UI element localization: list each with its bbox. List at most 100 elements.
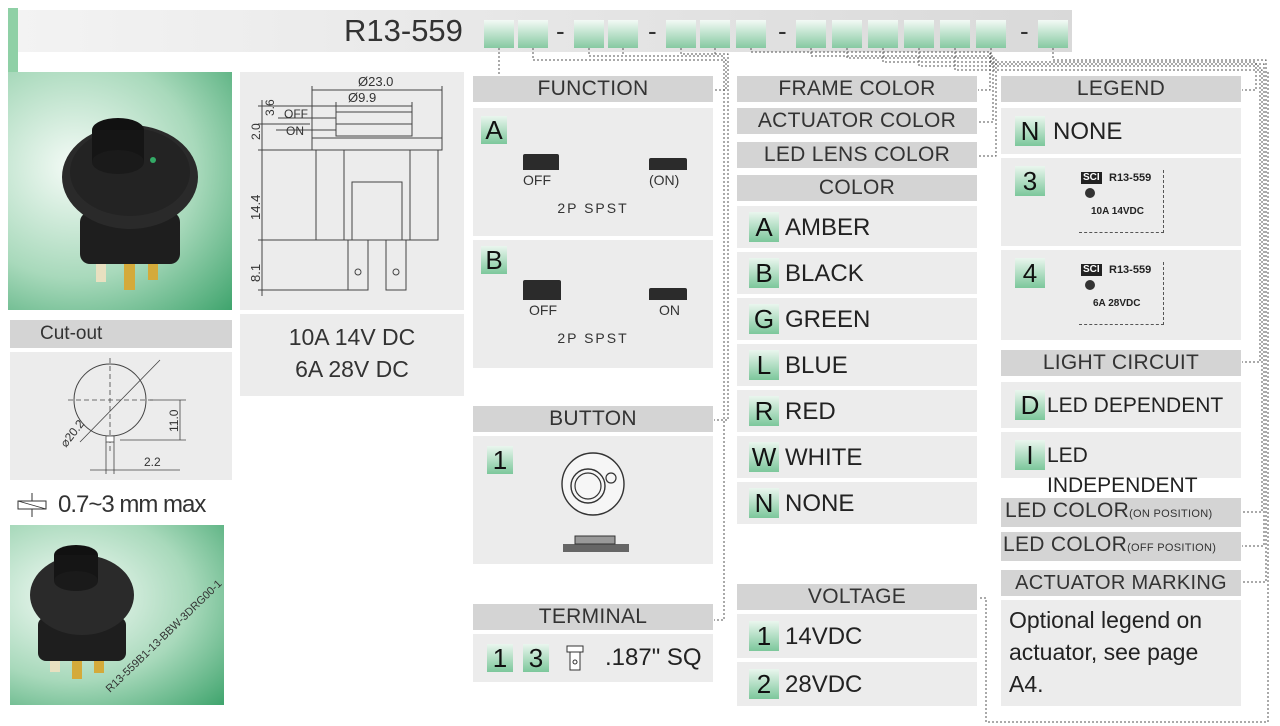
color-option-none: N NONE [737, 482, 977, 524]
function-b-desc: 2P SPST [557, 330, 629, 346]
pn-slot-frame-color [666, 20, 696, 48]
color-label-white: WHITE [785, 444, 863, 471]
terminal-icon [566, 645, 584, 671]
pn-slot-light-circuit [868, 20, 898, 48]
legend-4-logo: SCI [1081, 264, 1102, 276]
color-option-white: W WHITE [737, 436, 977, 478]
switch-off-block-b [523, 280, 561, 300]
pn-slot-voltage [796, 20, 826, 48]
pn-slot-extra [1038, 20, 1068, 48]
pn-slot-lens-color [736, 20, 766, 48]
pn-dash-3: - [778, 16, 787, 46]
button-option-1: 1 [473, 436, 713, 564]
light-circuit-code-d: D [1015, 390, 1045, 420]
terminal-option: 1 3 .187" SQ [473, 634, 713, 682]
function-option-b: B OFF ON 2P SPST [473, 240, 713, 368]
button-shape-icon [561, 452, 629, 552]
cutout-title: Cut-out [40, 323, 103, 344]
dim-14-4: 14.4 [248, 195, 263, 220]
color-label-blue: BLUE [785, 352, 848, 379]
pn-slot-button [518, 20, 548, 48]
dim-3-6: 3.6 [263, 99, 277, 116]
color-option-red: R RED [737, 390, 977, 432]
panel-thickness-icon [16, 492, 48, 518]
led-lens-color-header: LED LENS COLOR [737, 142, 977, 168]
part-number-prefix: R13-559 [344, 13, 463, 48]
button-header: BUTTON [473, 406, 713, 432]
switch-photo-2-illustration: R13-559B1-13-BBW-3DRG00-1 [30, 545, 225, 695]
light-circuit-label-independent: LED INDEPENDENT [1047, 444, 1198, 497]
cutout-width: 2.2 [144, 455, 161, 469]
panel-thickness-range: 0.7~3 mm max [58, 491, 206, 518]
color-label-amber: AMBER [785, 214, 871, 241]
color-option-amber: A AMBER [737, 206, 977, 248]
function-code-a: A [481, 116, 507, 144]
color-code-l: L [749, 350, 779, 380]
pn-slot-led-on [904, 20, 934, 48]
dimension-drawing: Ø23.0 Ø9.9 OFF ON 3.6 2.0 14.4 8.1 [248, 74, 443, 296]
actuator-marking-panel: Optional legend on actuator, see page A4… [1001, 600, 1241, 706]
legend-code-4: 4 [1015, 258, 1045, 288]
pn-slot-function [484, 20, 514, 48]
color-header: COLOR [737, 175, 977, 201]
pn-slot-actuator-color [700, 20, 730, 48]
function-b-right: ON [659, 302, 680, 318]
color-label-red: RED [785, 398, 836, 425]
color-code-n: N [749, 488, 779, 518]
product-photo-1 [8, 72, 232, 310]
voltage-label-14v: 14VDC [785, 623, 863, 650]
color-label-green: GREEN [785, 306, 871, 333]
color-code-r: R [749, 396, 779, 426]
cutout-panel: ⌀20.2 11.0 2.2 [10, 352, 232, 480]
function-header: FUNCTION [473, 76, 713, 102]
light-circuit-option-d: D LED DEPENDENT [1001, 382, 1241, 428]
legend-label-none: NONE [1053, 118, 1123, 145]
cutout-drawing: ⌀20.2 11.0 2.2 [57, 358, 186, 474]
dim-off-label: OFF [284, 107, 308, 121]
light-circuit-label-dependent: LED DEPENDENT [1047, 394, 1224, 417]
pn-dash-1: - [556, 16, 565, 46]
dim-inner-dia: Ø9.9 [348, 90, 376, 105]
color-option-green: G GREEN [737, 298, 977, 340]
led-color-on-sub: (ON POSITION) [1129, 508, 1213, 520]
voltage-code-1: 1 [749, 621, 779, 651]
legend-4-rating: 6A 28VDC [1093, 298, 1141, 309]
voltage-label-28v: 28VDC [785, 671, 863, 698]
terminal-code-1: 1 [487, 644, 513, 672]
button-code-1: 1 [487, 446, 513, 474]
product-photo-2: R13-559B1-13-BBW-3DRG00-1 [10, 525, 225, 705]
legend-4-led-dot [1085, 280, 1095, 290]
actuator-color-header: ACTUATOR COLOR [737, 108, 977, 134]
function-option-a: A OFF (ON) 2P SPST [473, 108, 713, 236]
pn-dash-2: - [648, 16, 657, 46]
terminal-header: TERMINAL [473, 604, 713, 630]
light-circuit-header: LIGHT CIRCUIT [1001, 350, 1241, 376]
dim-on-label: ON [286, 124, 304, 138]
cutout-dia: ⌀20.2 [57, 417, 87, 450]
switch-on-block-a [649, 158, 687, 170]
dim-2-0: 2.0 [249, 123, 263, 140]
function-a-left: OFF [523, 172, 551, 188]
dim-8-1: 8.1 [248, 264, 263, 282]
cutout-height: 11.0 [167, 409, 181, 432]
voltage-code-2: 2 [749, 669, 779, 699]
pn-slot-terminal-2 [608, 20, 638, 48]
switch-photo-illustration [62, 118, 198, 290]
voltage-option-2: 2 28VDC [737, 662, 977, 706]
light-circuit-option-i: I LED INDEPENDENT [1001, 432, 1241, 497]
light-circuit-code-i: I [1015, 440, 1045, 470]
legend-3-led-dot [1085, 188, 1095, 198]
legend-option-none: N NONE [1001, 108, 1241, 154]
actuator-marking-header: ACTUATOR MARKING [1001, 570, 1241, 596]
voltage-header: VOLTAGE [737, 584, 977, 610]
color-option-blue: L BLUE [737, 344, 977, 386]
legend-3-rating: 10A 14VDC [1091, 206, 1144, 217]
terminal-code-2: 3 [523, 644, 549, 672]
rating-line-1: 10A 14V DC [288, 324, 416, 350]
legend-code-3: 3 [1015, 166, 1045, 196]
pn-slot-legend [832, 20, 862, 48]
switch-off-block-a [523, 154, 559, 170]
voltage-option-1: 1 14VDC [737, 614, 977, 658]
cutout-title-bar [10, 320, 232, 348]
color-label-none: NONE [785, 490, 855, 517]
